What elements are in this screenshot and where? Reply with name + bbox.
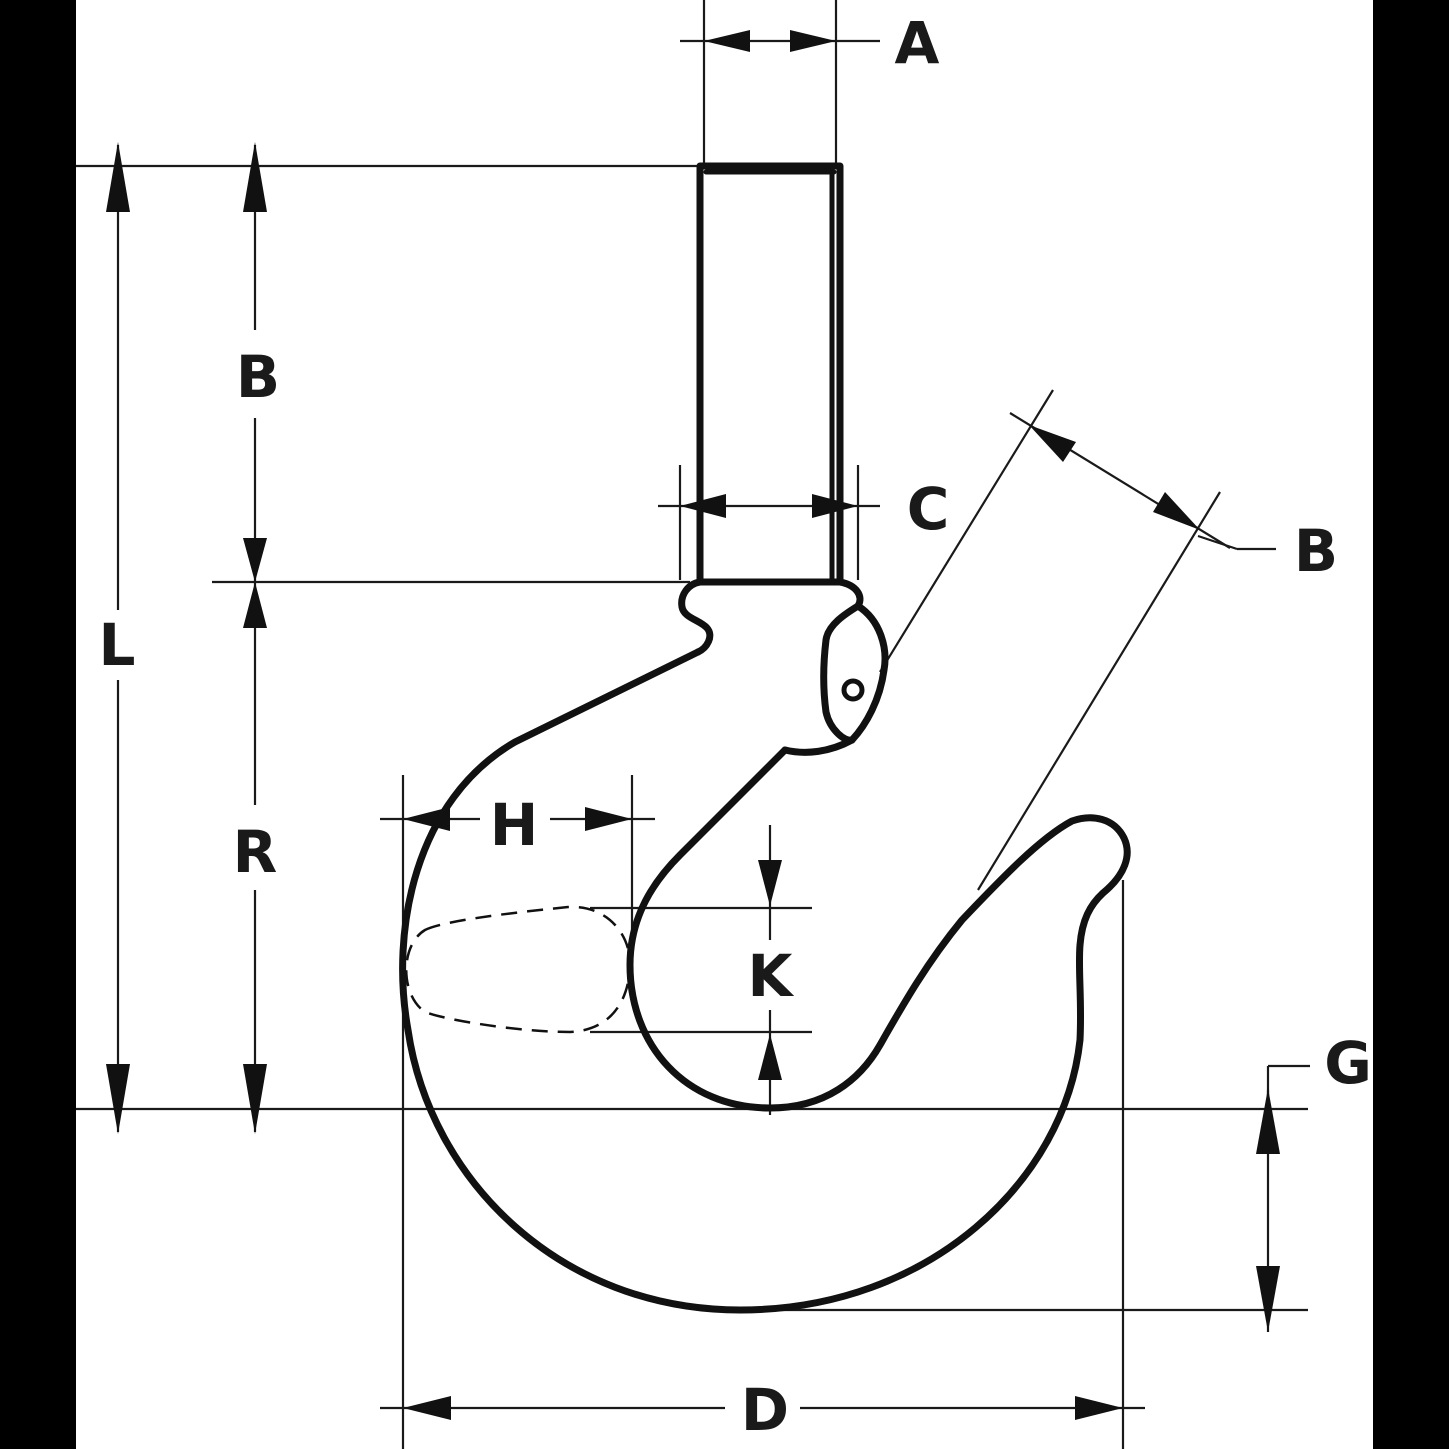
latch-rivet: [841, 678, 865, 702]
dimension-b-oblique: [1009, 412, 1231, 549]
label-a: A: [895, 9, 940, 77]
arrow-head: [1256, 1266, 1280, 1332]
arrow-head: [243, 1064, 267, 1134]
arrow-head: [243, 142, 267, 212]
label-l: L: [99, 611, 136, 679]
label-g: G: [1324, 1029, 1372, 1097]
dimension-g: [1256, 1088, 1280, 1332]
dimension-r: [243, 582, 267, 1134]
dimension-b-top: [243, 142, 267, 582]
dimension-k: [758, 825, 782, 1115]
arrow-head: [106, 142, 130, 212]
arrow-head: [1075, 1396, 1123, 1420]
arrow-head: [812, 494, 858, 518]
label-h: H: [490, 791, 539, 859]
arrow-head: [1256, 1088, 1280, 1154]
arrow-head: [790, 30, 836, 52]
arrow-head: [585, 807, 632, 831]
label-k: K: [748, 942, 795, 1010]
arrow-head: [106, 1064, 130, 1134]
arrow-head: [243, 538, 267, 582]
dimension-d: [380, 1396, 1145, 1420]
dimension-labels: A B C L B R H K G D: [86, 9, 1372, 1444]
load-outline: [405, 905, 632, 1034]
arrow-head: [1029, 425, 1076, 462]
paper-sheet: [76, 0, 1373, 1449]
hook-shank: [696, 162, 844, 586]
hook-body: [399, 578, 1131, 1314]
dimension-l: [106, 142, 130, 1134]
label-b-side: B: [1294, 517, 1338, 585]
arrow-head: [1153, 492, 1200, 530]
dimension-a: [680, 30, 880, 52]
label-c: C: [907, 475, 950, 543]
arrow-head: [704, 30, 750, 52]
arrow-head: [758, 860, 782, 906]
extension-lines: [76, 0, 1310, 1449]
arrow-head: [758, 1034, 782, 1080]
label-d: D: [741, 1376, 789, 1444]
arrow-head: [403, 1396, 451, 1420]
arrow-head: [243, 582, 267, 628]
label-r: R: [233, 818, 278, 886]
label-b-top: B: [236, 343, 280, 411]
